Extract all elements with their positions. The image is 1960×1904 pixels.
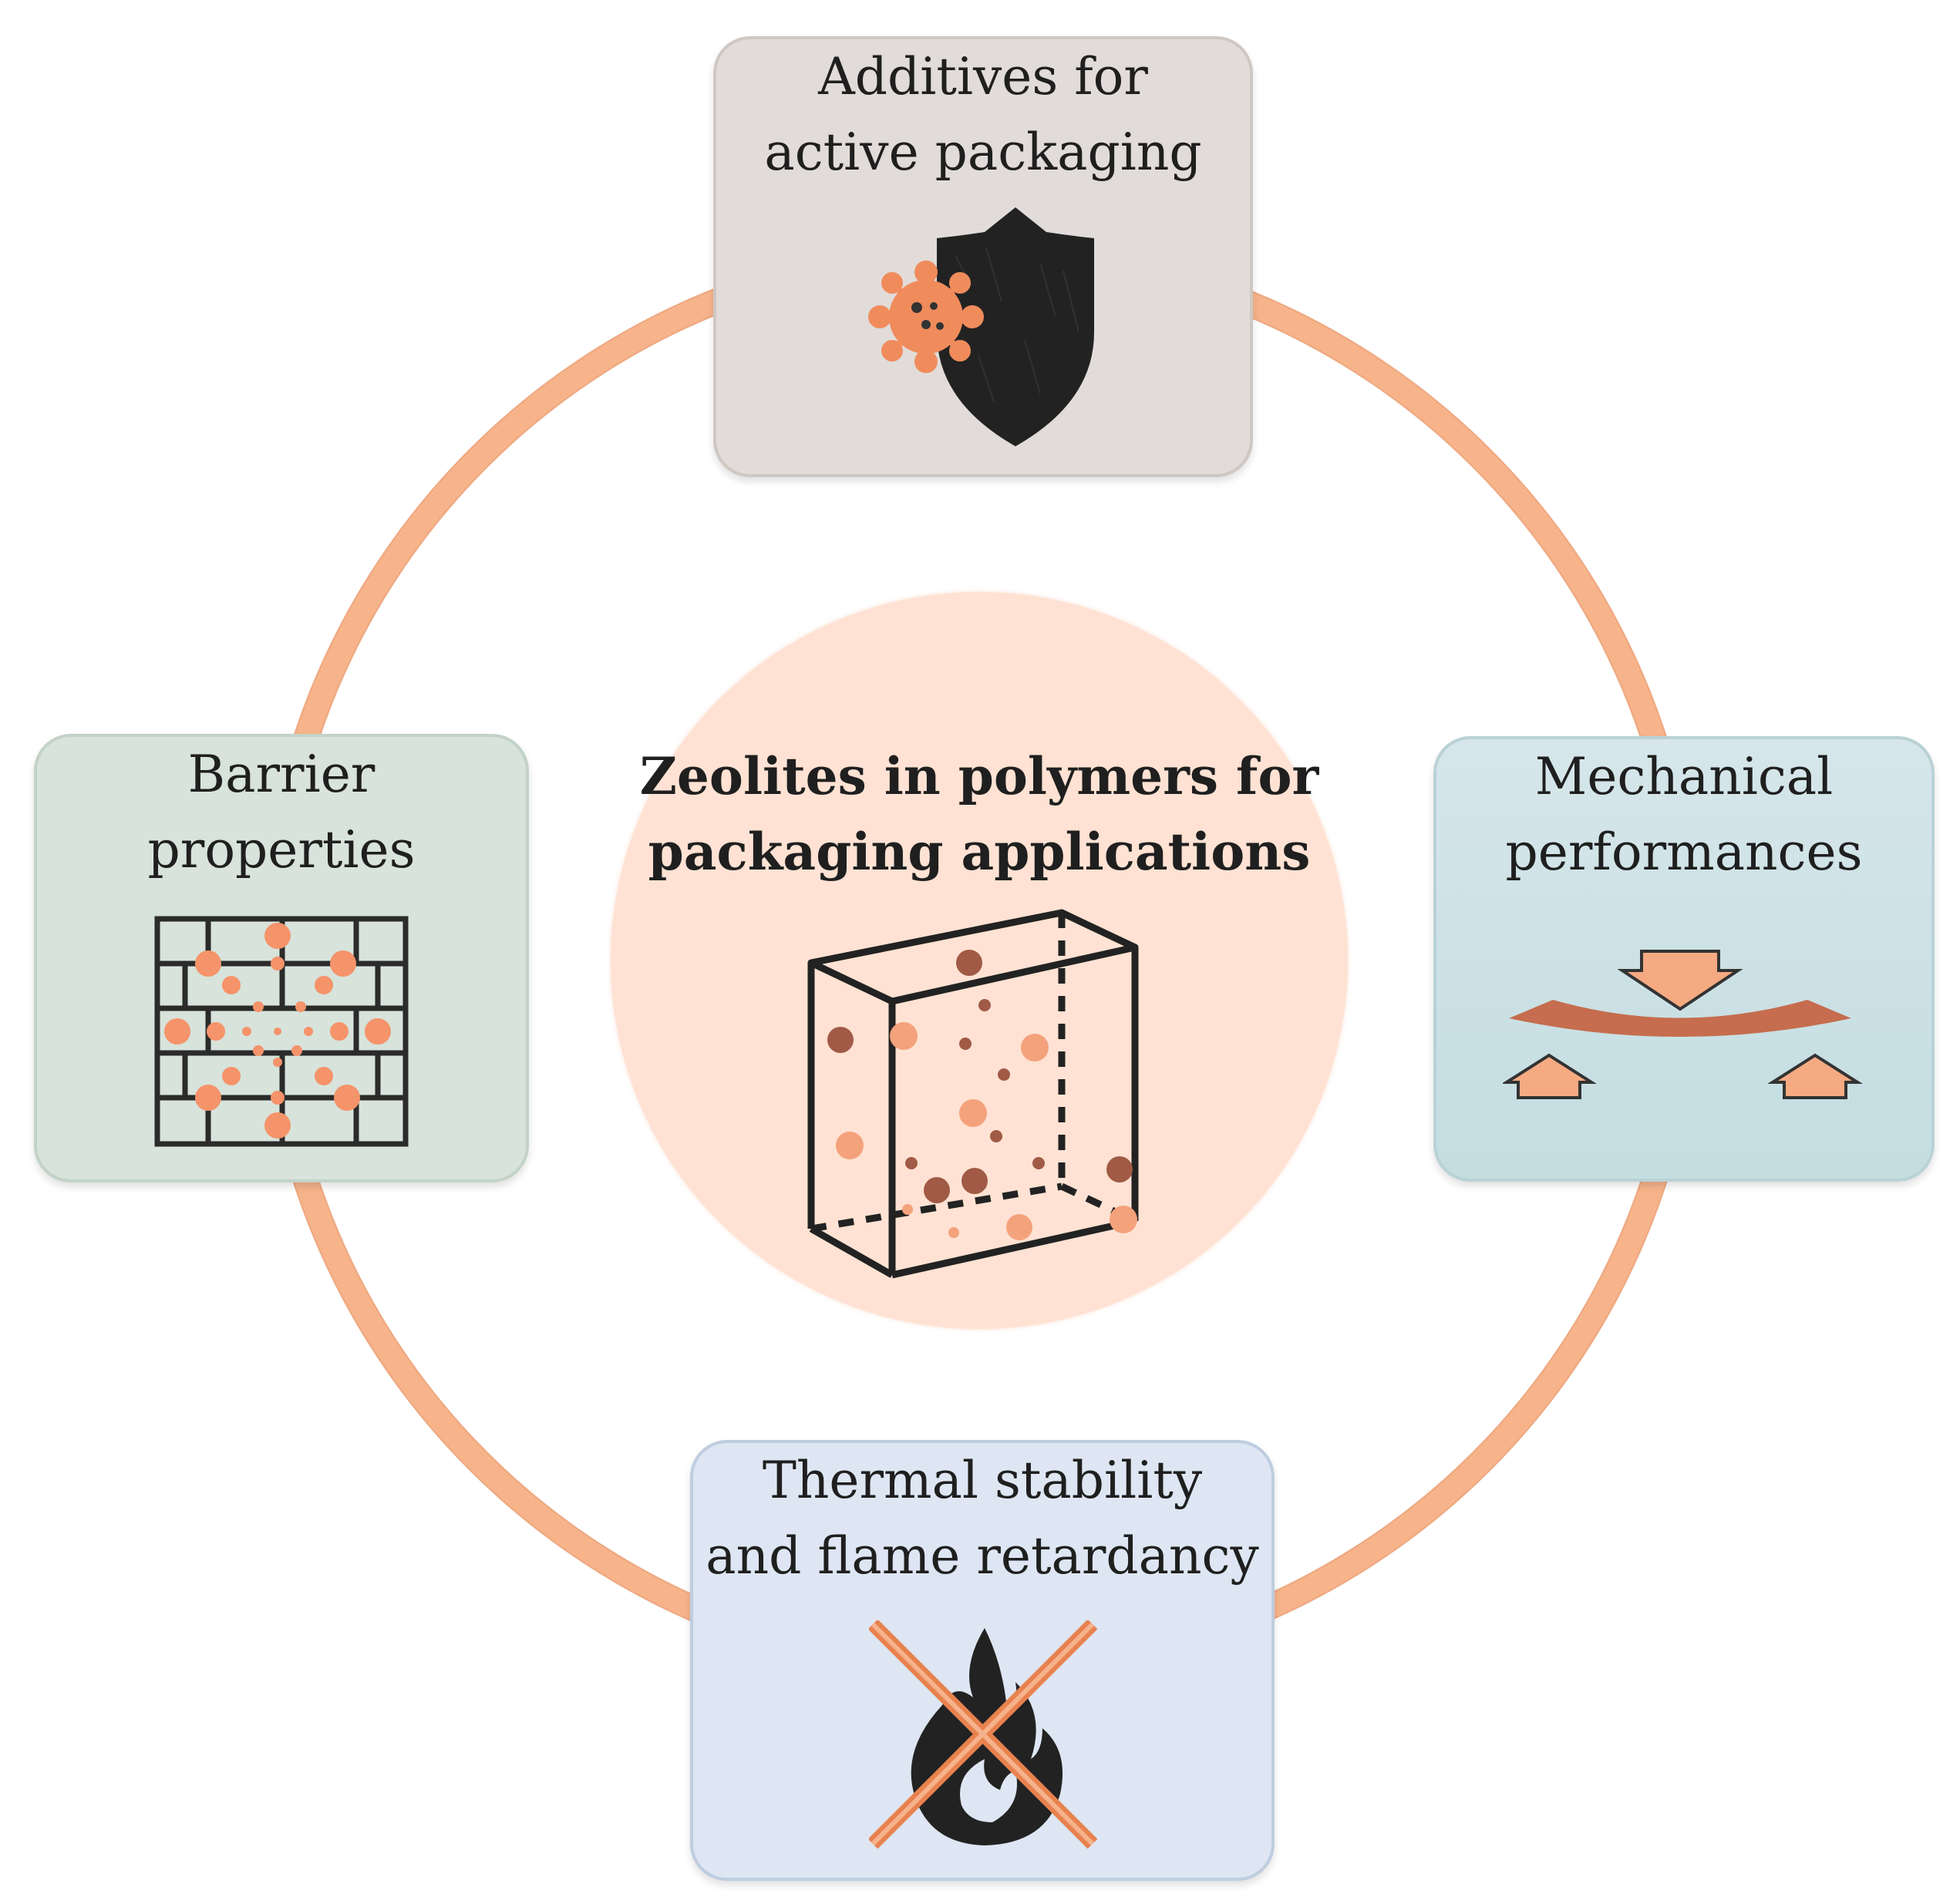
bending-beam-icon xyxy=(1503,950,1863,1099)
center-title: Zeolites in polymers for packaging appli… xyxy=(611,738,1348,890)
title-line: active packaging xyxy=(764,123,1202,182)
title-line: Additives for xyxy=(818,47,1148,106)
title-line: Thermal stability xyxy=(762,1451,1203,1510)
zeolite-polymer-box-icon xyxy=(807,909,1139,1279)
title-line: Barrier xyxy=(187,745,375,804)
card-title: Mechanical performances xyxy=(1436,739,1931,890)
title-line: performances xyxy=(1505,822,1863,882)
card-thermal-stability: Thermal stability and flame retardancy xyxy=(690,1440,1275,1881)
no-flame-icon xyxy=(869,1620,1098,1849)
title-line: and flame retardancy xyxy=(706,1526,1259,1586)
title-line: packaging applications xyxy=(648,822,1311,882)
card-barrier-properties: Barrier properties xyxy=(34,734,529,1182)
brick-wall-barrier-icon xyxy=(154,916,409,1147)
title-line: Zeolites in polymers for xyxy=(639,746,1319,806)
card-title: Barrier properties xyxy=(37,737,526,888)
card-title: Thermal stability and flame retardancy xyxy=(693,1443,1271,1594)
center-topic: Zeolites in polymers for packaging appli… xyxy=(611,592,1348,1329)
card-mechanical-performances: Mechanical performances xyxy=(1433,736,1935,1182)
antimicrobial-shield-icon xyxy=(868,207,1094,446)
card-active-packaging: Additives for active packaging xyxy=(713,36,1253,477)
card-title: Additives for active packaging xyxy=(716,39,1250,190)
title-line: properties xyxy=(147,820,416,880)
title-line: Mechanical xyxy=(1534,747,1834,806)
